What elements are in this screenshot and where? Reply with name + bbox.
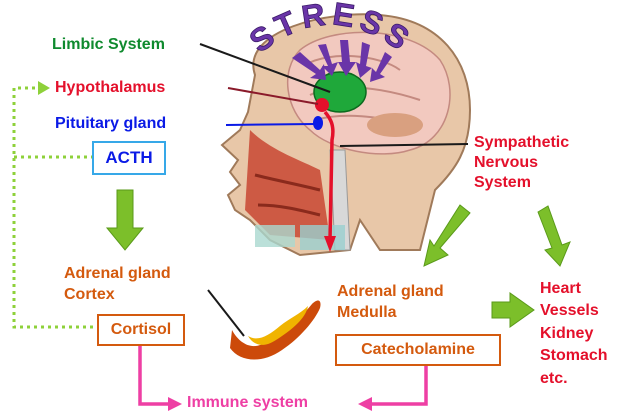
pituitary-gland-label: Pituitary gland [55, 116, 166, 133]
adrenal-cortex-label: Adrenal gland Cortex [64, 264, 171, 306]
acth-box: ACTH [92, 141, 166, 175]
pituitary-leader [226, 124, 314, 125]
adrenal-gland-illustration [205, 290, 321, 363]
catecholamine-label: Catecholamine [361, 341, 475, 358]
organ-etc: etc. [540, 368, 608, 390]
limbic-system-label: Limbic System [52, 37, 165, 54]
arrow-acth-to-cortex [107, 190, 143, 250]
organ-heart: Heart [540, 278, 608, 300]
arrow-sym-to-medulla [424, 205, 470, 266]
immune-system-label: Immune system [187, 395, 308, 412]
pituitary-dot [313, 116, 323, 130]
immune-arrowhead-left [168, 397, 182, 411]
sympathetic-label: Sympathetic Nervous System [474, 133, 569, 193]
catecholamine-box: Catecholamine [335, 334, 501, 366]
acth-label: ACTH [105, 148, 152, 167]
organ-kidney: Kidney [540, 323, 608, 345]
feedback-arrowhead [38, 81, 50, 95]
organ-vessels: Vessels [540, 300, 608, 322]
immune-arrowhead-right [358, 397, 372, 411]
arrow-sym-to-organs [538, 206, 570, 266]
hypothalamus-label: Hypothalamus [55, 80, 165, 97]
organ-stomach: Stomach [540, 345, 608, 367]
adrenal-medulla-label: Adrenal gland Medulla [337, 282, 444, 324]
hypothalamus-dot [315, 98, 329, 112]
cortisol-box: Cortisol [97, 314, 185, 346]
arrow-medulla-to-organs [492, 293, 534, 327]
cortisol-label: Cortisol [111, 321, 171, 338]
target-organs-list: Heart Vessels Kidney Stomach etc. [540, 278, 608, 390]
